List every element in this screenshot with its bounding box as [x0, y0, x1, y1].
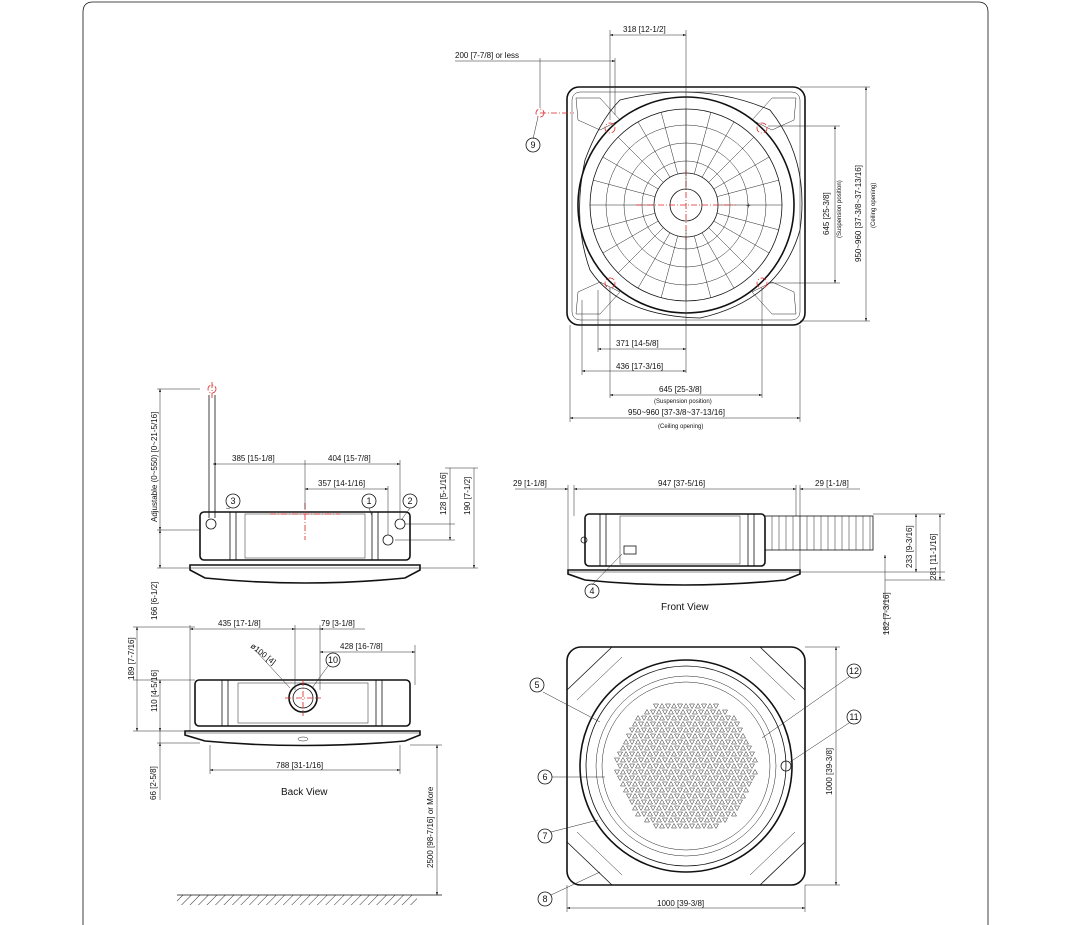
- left-side-view: Adjustable (0~550) [0~21-5/16] 166 [6-1/…: [150, 382, 478, 620]
- back-view: 435 [17-1/8] 79 [3-1/8] 428 [16-7/8] ø10…: [127, 619, 442, 905]
- dim-435: 435 [17-1/8]: [218, 619, 261, 628]
- drawing-frame: [82, 1, 989, 925]
- dim-79: 79 [3-1/8]: [321, 619, 355, 628]
- dim-ceiling-v: (Ceiling opening): [871, 183, 877, 228]
- front-view-title: Front View: [661, 602, 709, 613]
- dim-371: 371 [14-5/8]: [616, 339, 659, 348]
- dim-110: 110 [4-5/16]: [150, 670, 159, 712]
- dim-950-v: 950~960 [37-3/8~37-13/16]: [854, 165, 863, 262]
- dim-adjustable: Adjustable (0~550) [0~21-5/16]: [150, 412, 159, 522]
- callout-9-label: 9: [530, 140, 535, 150]
- dim-357: 357 [14-1/16]: [318, 479, 365, 488]
- dim-189: 189 [7-7/16]: [127, 637, 136, 680]
- dim-947: 947 [37-5/16]: [658, 479, 705, 488]
- panel-view: 1000 [39-3/8] 1000 [39-3/8] 5 6 7 8 12 1…: [529, 646, 862, 912]
- dim-2500: 2500 [98-7/16] or More: [426, 786, 435, 868]
- callout-7-label: 7: [542, 831, 547, 841]
- dim-66: 66 [2-5/8]: [149, 766, 158, 800]
- dim-645-h: 645 [25-3/8]: [659, 385, 702, 394]
- callout-2-label: 2: [407, 496, 412, 506]
- dim-suspension-v: (Suspension position): [837, 180, 843, 238]
- back-view-title: Back View: [281, 787, 328, 798]
- dim-318: 318 [12-1/2]: [623, 25, 666, 34]
- dim-428: 428 [16-7/8]: [340, 642, 383, 651]
- dim-190: 190 [7-1/2]: [463, 477, 472, 515]
- dim-281: 281 [11-1/16]: [929, 533, 938, 580]
- dim-436: 436 [17-3/16]: [616, 362, 663, 371]
- dim-182: 182 [7-3/16]: [882, 592, 891, 635]
- callout-5-label: 5: [534, 680, 539, 690]
- callout-4-label: 4: [589, 586, 594, 596]
- dim-385: 385 [15-1/8]: [232, 454, 275, 463]
- dim-788: 788 [31-1/16]: [276, 761, 323, 770]
- callout-9: [525, 137, 541, 153]
- callout-12-label: 12: [849, 666, 859, 676]
- callout-10-label: 10: [328, 655, 338, 665]
- dim-ceiling-h: (Ceiling opening): [658, 424, 703, 430]
- dim-panel-1000-v: 1000 [39-3/8]: [825, 748, 834, 795]
- callout-11-label: 11: [849, 712, 858, 722]
- dim-29-left: 29 [1-1/8]: [513, 479, 547, 488]
- callout-1-label: 1: [366, 496, 371, 506]
- callout-8-label: 8: [542, 894, 547, 904]
- dim-950-h: 950~960 [37-3/8~37-13/16]: [628, 408, 725, 417]
- callout-3-label: 3: [230, 496, 235, 506]
- callout-6-label: 6: [542, 772, 547, 782]
- svg-text:+: +: [746, 201, 751, 210]
- top-view: + 318 [12-1/2] 200 [7-7/8] or less 645 […: [455, 25, 877, 430]
- dim-suspension-h: (Suspension position): [654, 399, 712, 405]
- dim-29-right: 29 [1-1/8]: [815, 479, 849, 488]
- dim-200: 200 [7-7/8] or less: [455, 51, 519, 60]
- dim-panel-1000-h: 1000 [39-3/8]: [657, 899, 704, 908]
- dim-128: 128 [5-1/16]: [439, 472, 448, 515]
- dim-166: 166 [6-1/2]: [150, 582, 159, 620]
- dim-645-v: 645 [25-3/8]: [822, 192, 831, 235]
- dim-phi100: ø100 [4]: [249, 641, 278, 666]
- dim-233: 233 [9-3/16]: [905, 525, 914, 568]
- front-view: 29 [1-1/8] 947 [37-5/16] 29 [1-1/8] 233 …: [513, 479, 945, 635]
- dim-404: 404 [15-7/8]: [328, 454, 371, 463]
